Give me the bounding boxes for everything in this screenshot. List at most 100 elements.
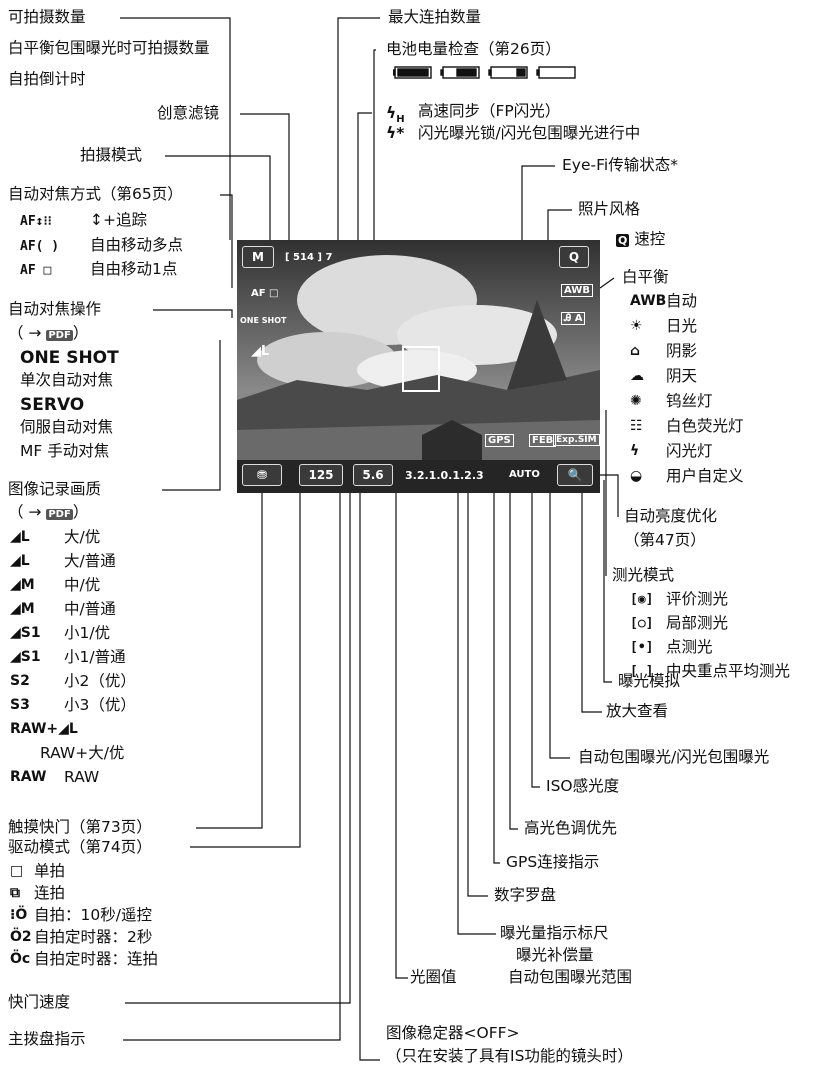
image-quality-item: RAW+大/优 <box>40 744 125 762</box>
wb-icon: ◒ <box>630 468 643 484</box>
wb-item: 用户自定义 <box>666 467 744 485</box>
wb-icon: ☀ <box>630 318 643 334</box>
image-quality-item: 大/普通 <box>64 552 116 570</box>
metering-title: 测光模式 <box>612 566 675 584</box>
image-quality-item: RAW <box>64 768 100 786</box>
eyefi-label: Eye-Fi传输状态* <box>562 156 678 174</box>
image-quality-item: 大/优 <box>64 528 101 546</box>
screen-magnify-button[interactable]: 🔍 <box>557 464 593 486</box>
gps-label: GPS连接指示 <box>506 853 600 871</box>
iso-label: ISO感光度 <box>546 777 620 795</box>
screen-one-shot: ONE SHOT <box>240 316 287 325</box>
metering-icon: [◉] <box>630 592 654 607</box>
image-quality-item: 中/优 <box>64 576 101 594</box>
drive-mode-icon: ⧉ <box>10 885 20 901</box>
screen-af-indicator: AF □ <box>251 288 279 299</box>
drive-mode-icon: Ö2 <box>10 929 32 945</box>
alo-label: 自动亮度优化 <box>624 507 718 525</box>
alo-page: （第47页） <box>624 531 706 549</box>
image-quality-item: 小1/优 <box>64 624 111 642</box>
metering-icon: [•] <box>630 640 654 655</box>
af-zone-icon: AF( ) <box>20 239 60 254</box>
image-quality-icon: S2 <box>10 673 30 689</box>
shooting-mode-label: 拍摄模式 <box>80 146 143 164</box>
metering-icon: [ ] <box>630 664 654 679</box>
exp-sim-label: 曝光模拟 <box>618 672 681 690</box>
af-operation-title: 自动对焦操作 <box>8 300 102 318</box>
wb-icon: ☁ <box>630 368 644 384</box>
is-note: （只在安装了具有IS功能的镜头时） <box>386 1047 633 1065</box>
image-quality-item: 小3（优） <box>64 696 136 714</box>
exp-comp-label: 曝光补偿量 <box>516 946 594 964</box>
af-method-item: 自由移动多点 <box>90 236 184 254</box>
landscape-photo <box>237 240 600 493</box>
metering-item: 局部测光 <box>666 614 729 632</box>
af-frame <box>402 346 440 392</box>
wb-item: 闪光灯 <box>666 442 713 460</box>
wb-item: 阴天 <box>666 367 698 385</box>
metering-item: 评价测光 <box>666 590 729 608</box>
wb-item: 自动 <box>666 292 698 310</box>
picture-style-label: 照片风格 <box>578 200 641 218</box>
image-quality-icon: ◢M <box>10 601 35 617</box>
screen-shutter-button[interactable]: 125 <box>299 464 343 486</box>
wb-item: 白色荧光灯 <box>666 417 744 435</box>
q-icon: Q <box>616 234 630 247</box>
drive-mode-icon: ⁝Ö <box>10 907 28 923</box>
self-countdown-label: 自拍倒计时 <box>8 70 86 88</box>
screen-picture-style: Ꭿ A <box>561 312 586 325</box>
servo-label: SERVO <box>20 395 85 415</box>
screen-exposure-meter: 3.2.1.0.1.2.3 <box>405 469 484 482</box>
image-quality-icon: ◢L <box>10 553 30 569</box>
fe-lock-label: 闪光曝光锁/闪光包围曝光进行中 <box>418 124 641 142</box>
screen-iso: AUTO <box>509 469 540 480</box>
wb-icon: ⌂ <box>630 343 641 359</box>
quick-control-label: Q 速控 <box>616 230 666 248</box>
shutter-speed-label: 快门速度 <box>8 993 71 1011</box>
aeb-feb-label: 自动包围曝光/闪光包围曝光 <box>578 748 770 766</box>
af-face-icon: AF↕⁝⁝ <box>20 214 52 229</box>
screen-touch-shutter-button[interactable]: ⛃ <box>242 464 282 486</box>
compass-label: 数字罗盘 <box>494 886 557 904</box>
wb-item: 钨丝灯 <box>666 392 713 410</box>
drive-mode-title: 驱动模式（第74页） <box>8 838 152 856</box>
drive-mode-item: 连拍 <box>34 884 66 902</box>
wb-icon: ✺ <box>630 393 642 409</box>
htp-label: 高光色调优先 <box>524 819 618 837</box>
drive-mode-item: 单拍 <box>34 862 66 880</box>
wb-icon: ☷ <box>630 418 643 434</box>
image-quality-ref: （ → PDF） <box>8 503 89 521</box>
fe-lock-icon: ϟ* <box>386 124 405 142</box>
drive-mode-item: 自拍：10秒/遥控 <box>34 906 152 924</box>
battery-label: 电池电量检查（第26页） <box>386 40 561 58</box>
screen-quality: ◢L <box>251 344 270 359</box>
image-quality-icon: ◢M <box>10 577 35 593</box>
max-burst-label: 最大连拍数量 <box>388 8 482 26</box>
screen-aperture-button[interactable]: 5.6 <box>353 464 393 486</box>
camera-live-view-screen: M [ 514 ] 7 Q AF □ ONE SHOT ◢L AWB Ꭿ A G… <box>237 240 600 493</box>
touch-shutter-label: 触摸快门（第73页） <box>8 818 152 836</box>
creative-filter-label: 创意滤镜 <box>157 104 220 122</box>
wb-item: 日光 <box>666 317 698 335</box>
hs-sync-label: 高速同步（FP闪光） <box>418 102 561 120</box>
screen-gps: GPS <box>485 434 514 447</box>
screen-awb: AWB <box>561 284 593 297</box>
image-quality-item: 小2（优） <box>64 672 136 690</box>
screen-shots-remaining: [ 514 ] 7 <box>285 252 333 263</box>
pdf-manual-icon: PDF <box>46 330 73 341</box>
aeb-range-label: 自动包围曝光范围 <box>508 968 633 986</box>
wb-item: 阴影 <box>666 342 698 360</box>
screen-mode-button[interactable]: M <box>242 246 274 268</box>
image-quality-icon: S3 <box>10 697 30 713</box>
af-method-item: 自由移动1点 <box>90 260 178 278</box>
is-label: 图像稳定器<OFF> <box>386 1024 520 1042</box>
image-quality-icon: ◢S1 <box>10 649 41 665</box>
magnify-label: 放大查看 <box>606 702 669 720</box>
main-dial-label: 主拨盘指示 <box>8 1030 86 1048</box>
screen-q-button[interactable]: Q <box>559 246 589 268</box>
drive-mode-item: 自拍定时器：连拍 <box>34 950 159 968</box>
image-quality-item: 中/普通 <box>64 600 116 618</box>
screen-feb: FEB <box>529 434 557 447</box>
drive-mode-icon: Öc <box>10 951 31 967</box>
pdf-manual-icon: PDF <box>46 509 73 520</box>
